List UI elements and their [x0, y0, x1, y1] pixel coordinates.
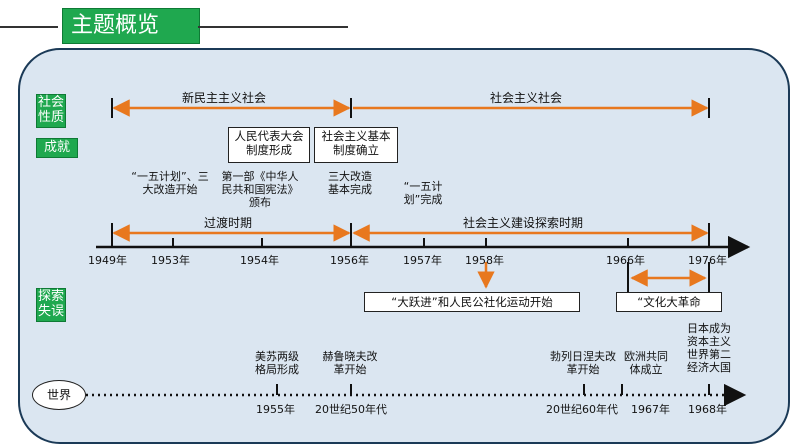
achievement-constitution: 第一部《中华人民共和国宪法》颁布	[221, 170, 299, 209]
box-basic-system: 社会主义基本制度确立	[314, 127, 398, 163]
box-cultural-revolution: “文化大革命	[616, 292, 722, 312]
world-event-khrushchev: 赫鲁晓夫改革开始	[322, 350, 378, 376]
title-left-line	[0, 26, 58, 28]
tag-achievement: 成就	[36, 138, 78, 158]
year-1966: 1966年	[606, 254, 645, 267]
year-1976: 1976年	[688, 254, 727, 267]
world-event-bipolar: 美苏两级格局形成	[255, 350, 299, 376]
world-event-japan: 日本成为资本主义世界第二经济大国	[687, 322, 731, 374]
world-year-1950s: 20世纪50年代	[315, 403, 387, 416]
achievement-first-plan-done: “一五计划”完成	[403, 180, 443, 206]
year-1949: 1949年	[88, 254, 127, 267]
year-1956: 1956年	[330, 254, 369, 267]
world-event-brezhnev: 勃列日涅夫改革开始	[550, 350, 616, 376]
year-1958: 1958年	[465, 254, 504, 267]
world-year-1960s: 20世纪60年代	[546, 403, 618, 416]
world-year-1967: 1967年	[631, 403, 670, 416]
achievement-first-plan-start: “一五计划”、三大改造开始	[131, 170, 209, 196]
title-right-line	[198, 26, 348, 28]
page-title: 主题概览	[62, 8, 200, 44]
year-1953: 1953年	[151, 254, 190, 267]
label-socialism: 社会主义社会	[490, 91, 563, 105]
box-npc-system: 人民代表大会制度形成	[228, 127, 310, 163]
label-transition: 过渡时期	[204, 216, 253, 230]
world-year-1968: 1968年	[688, 403, 727, 416]
tag-social-nature: 社会性质	[36, 94, 66, 128]
achievement-transform-done: 三大改造基本完成	[328, 170, 372, 196]
tag-mistakes: 探索失误	[36, 288, 66, 322]
world-year-1955: 1955年	[256, 403, 295, 416]
year-1954: 1954年	[240, 254, 279, 267]
world-label: 世界	[32, 380, 86, 410]
box-great-leap: “大跃进”和人民公社化运动开始	[364, 292, 580, 312]
year-1957: 1957年	[403, 254, 442, 267]
label-construction: 社会主义建设探索时期	[463, 216, 584, 230]
label-new-democracy: 新民主主义社会	[182, 91, 267, 105]
world-event-ec: 欧洲共同体成立	[624, 350, 668, 376]
